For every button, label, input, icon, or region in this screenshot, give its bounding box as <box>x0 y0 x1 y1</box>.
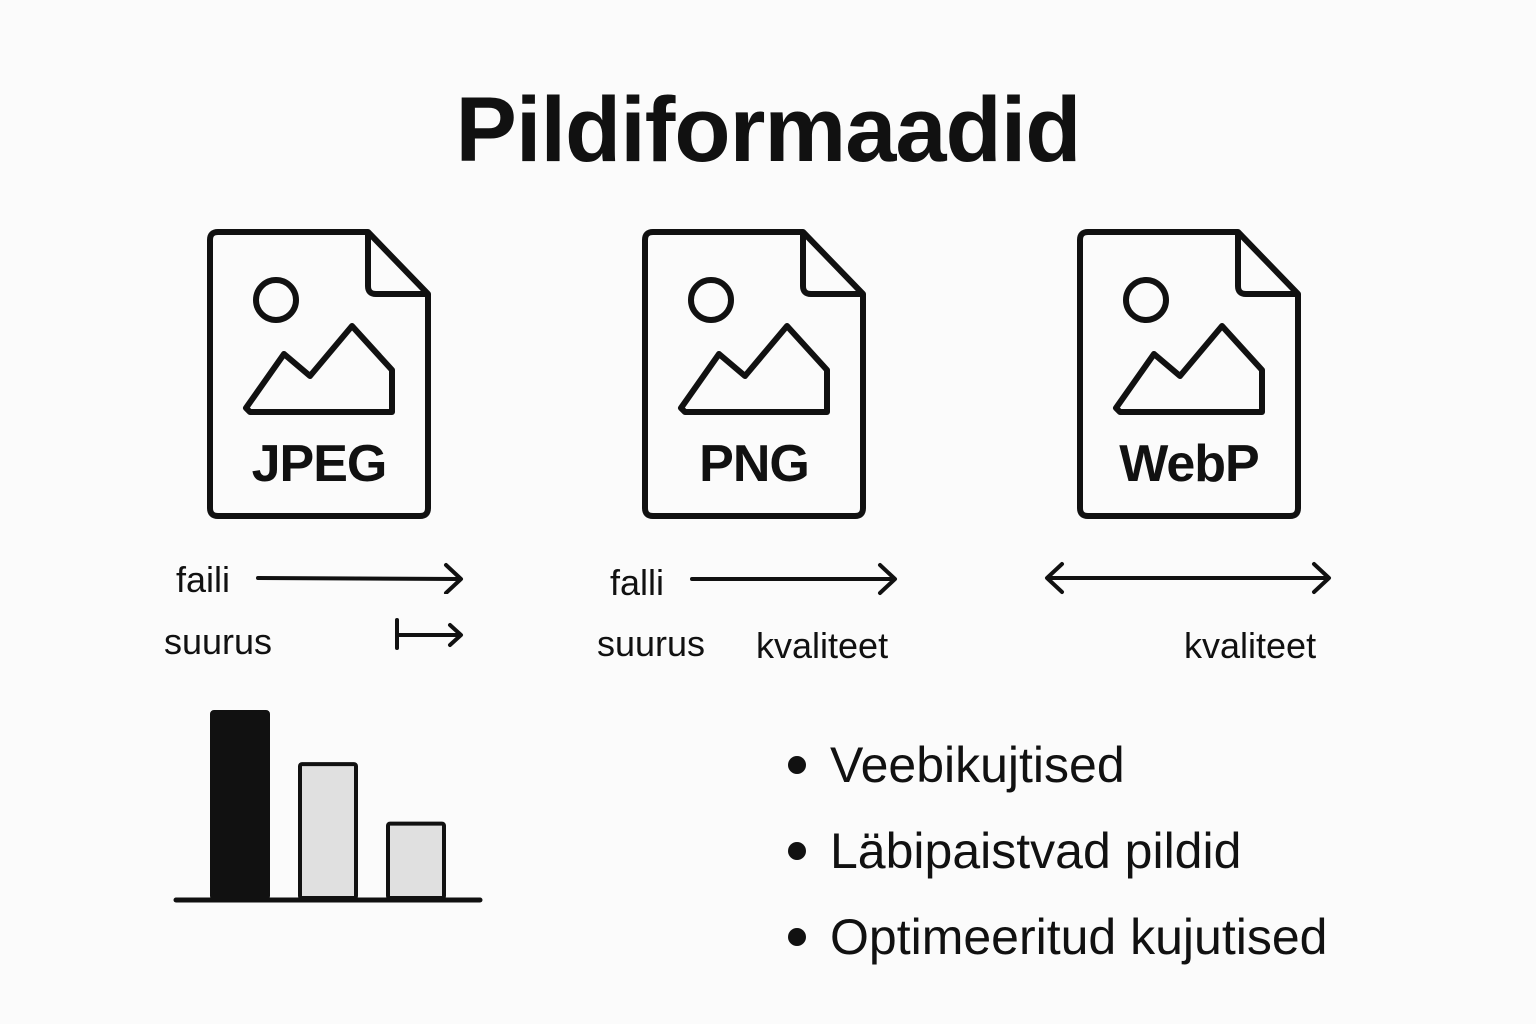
jpeg-file-label: faili <box>176 559 231 600</box>
bullet-dot-icon <box>788 756 806 774</box>
bullet-dot-icon <box>788 928 806 946</box>
file-image-icon <box>642 229 866 519</box>
file-image-icon <box>207 229 431 519</box>
jpeg-file-card <box>206 228 432 520</box>
chart-bar <box>210 710 270 900</box>
chart-bar <box>298 762 358 900</box>
chart-bar <box>386 821 446 900</box>
list-item-text: Optimeeritud kujutised <box>830 909 1328 965</box>
webp-file-card <box>1076 228 1302 520</box>
right-arrow-icon <box>690 563 897 595</box>
webp-label: WebP <box>1119 435 1260 493</box>
bullet-dot-icon <box>788 842 806 860</box>
jpeg-label: JPEG <box>251 435 388 493</box>
png-file-card <box>641 228 867 520</box>
png-size-label: suurus <box>597 623 706 664</box>
bar-chart <box>173 710 483 903</box>
png-file-label: falli <box>610 562 665 603</box>
file-image-icon <box>1077 229 1301 519</box>
png-label: PNG <box>699 435 810 493</box>
page-title: Pildiformaadid <box>455 79 1082 181</box>
list-item-text: Veebikujtised <box>830 737 1125 793</box>
list-item: Läbipaistvad pildid <box>782 808 1327 894</box>
list-item: Veebikujtised <box>782 722 1327 808</box>
webp-quality-label: kvaliteet <box>1184 625 1317 666</box>
right-arrow-icon <box>256 563 463 594</box>
list-item-text: Läbipaistvad pildid <box>830 823 1242 879</box>
list-item: Optimeeritud kujutised <box>782 894 1327 980</box>
jpeg-size-label: suurus <box>164 621 273 662</box>
png-quality-label: kvaliteet <box>756 625 889 666</box>
feature-list: Veebikujtised Läbipaistvad pildid Optime… <box>782 722 1327 980</box>
double-arrow-icon <box>1045 562 1331 594</box>
short-right-arrow-icon <box>395 618 463 650</box>
